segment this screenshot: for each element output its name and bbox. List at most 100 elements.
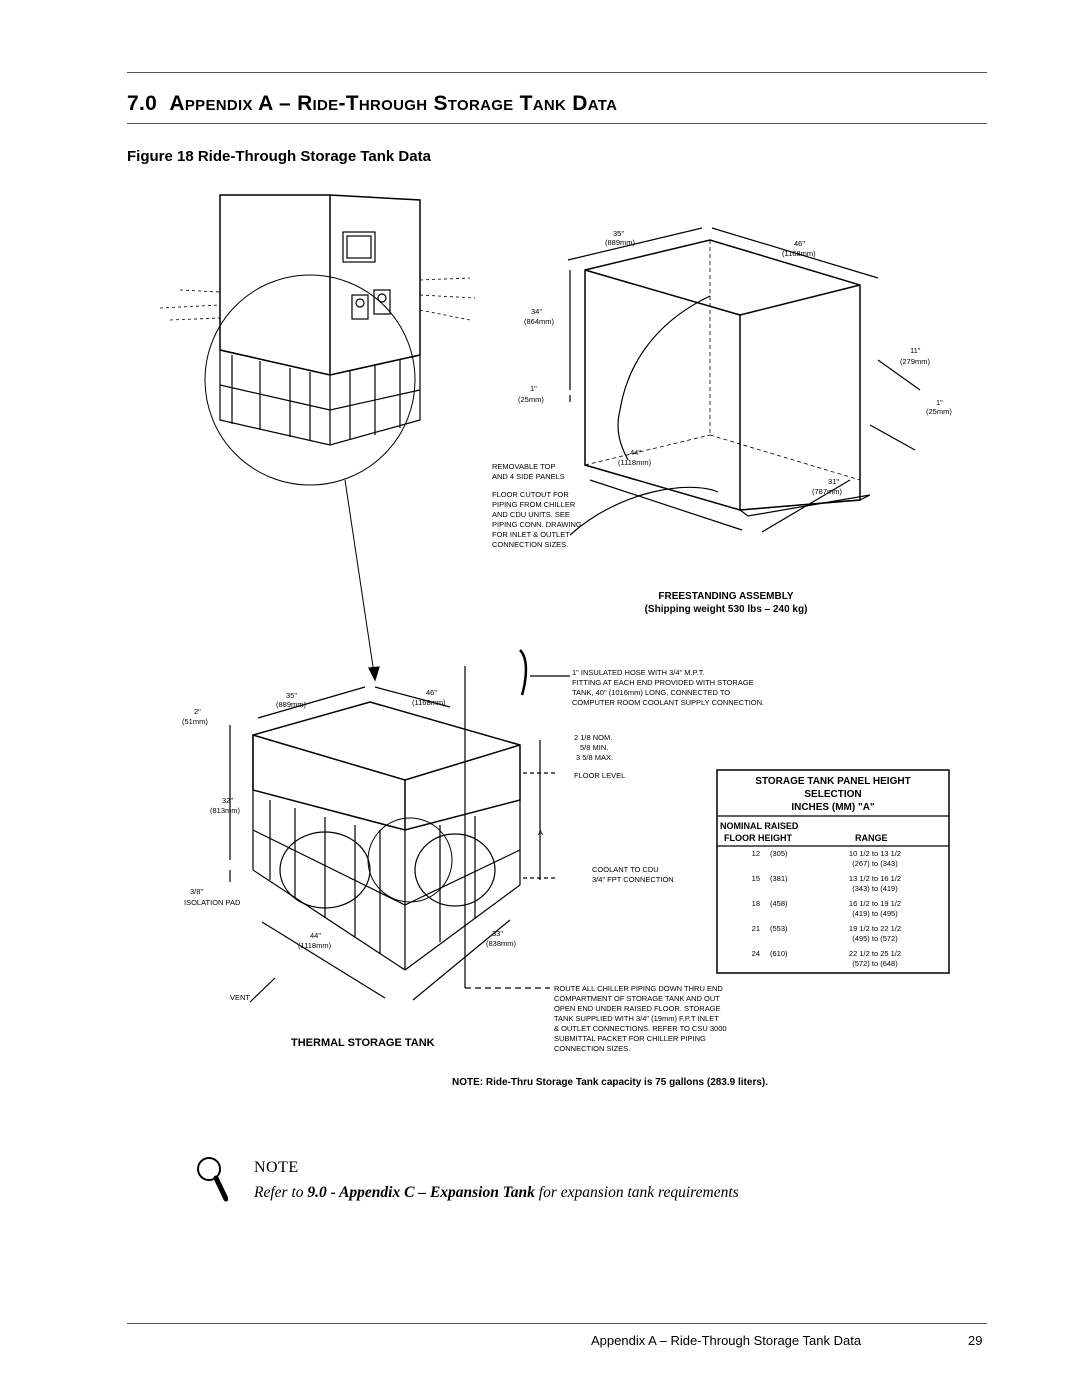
cabinet-illustration — [159, 194, 476, 682]
note-body: Refer to 9.0 - Appendix C – Expansion Ta… — [254, 1183, 814, 1203]
page-number: 29 — [968, 1333, 983, 1348]
route-1: ROUTE ALL CHILLER PIPING DOWN THRU END — [554, 984, 723, 993]
table-col2: RANGE — [855, 833, 888, 843]
table-cell-height-mm: (381) — [770, 874, 788, 883]
fs-w35mm: (889mm) — [605, 238, 636, 247]
tt-d33: 33" — [492, 929, 503, 938]
fs-cutout-1: FLOOR CUTOUT FOR — [492, 490, 569, 499]
fs-h1mm: (25mm) — [518, 395, 544, 404]
tt-iso-2: ISOLATION PAD — [184, 898, 241, 907]
table-cell-range-mm: (572) to (648) — [852, 959, 898, 968]
fs-cutout-5: FOR INLET & OUTLET — [492, 530, 570, 539]
tt-w35mm: (889mm) — [276, 700, 307, 709]
tt-a: A — [538, 828, 543, 837]
route-2: COMPARTMENT OF STORAGE TANK AND OUT — [554, 994, 720, 1003]
fs-d1mm: (25mm) — [926, 407, 952, 416]
tt-h32: 32" — [222, 796, 233, 805]
figure-caption: Figure 18 Ride-Through Storage Tank Data — [127, 148, 431, 165]
tt-h2mm: (51mm) — [182, 717, 208, 726]
tt-title: THERMAL STORAGE TANK — [291, 1037, 435, 1049]
tt-nom-1: 2 1/8 NOM. — [574, 733, 612, 742]
table-cell-height-mm: (305) — [770, 849, 788, 858]
thermal-tank — [229, 649, 570, 1003]
heading-underline — [127, 123, 987, 124]
fs-d1: 1" — [936, 398, 943, 407]
table-title-3: INCHES (MM) "A" — [791, 802, 875, 813]
fs-w35: 35" — [613, 229, 624, 238]
fs-cutout-6: CONNECTION SIZES. — [492, 540, 568, 549]
fs-subtitle: (Shipping weight 530 lbs – 240 kg) — [645, 604, 808, 615]
note-post: for expansion tank requirements — [534, 1184, 739, 1201]
tt-iso-1: 3/8" — [190, 887, 203, 896]
table-col1-2: FLOOR HEIGHT — [724, 833, 792, 843]
table-cell-height: 21 — [752, 924, 760, 933]
tt-d44mm: (1118mm) — [298, 941, 332, 950]
hose-2: FITTING AT EACH END PROVIDED WITH STORAG… — [572, 678, 754, 687]
footer-rule — [127, 1323, 987, 1324]
fs-title: FREESTANDING ASSEMBLY — [658, 591, 794, 602]
tt-vent: VENT — [230, 993, 250, 1002]
tt-nom-3: 3 5/8 MAX. — [576, 753, 613, 762]
fs-h34: 34" — [531, 307, 542, 316]
table-cell-range: 10 1/2 to 13 1/2 — [849, 849, 901, 858]
tt-w35: 35" — [286, 691, 297, 700]
tt-coolant-2: 3/4" FPT CONNECTION — [592, 875, 674, 884]
table-cell-range: 13 1/2 to 16 1/2 — [849, 874, 901, 883]
table-cell-range: 22 1/2 to 25 1/2 — [849, 949, 901, 958]
note-title: NOTE — [254, 1159, 299, 1176]
hose-4: COMPUTER ROOM COOLANT SUPPLY CONNECTION. — [572, 698, 764, 707]
table-cell-range-mm: (495) to (572) — [852, 934, 898, 943]
capacity-note: NOTE: Ride-Thru Storage Tank capacity is… — [452, 1077, 768, 1088]
note-link[interactable]: 9.0 - Appendix C – Expansion Tank — [307, 1184, 535, 1201]
note-pre: Refer to — [254, 1184, 308, 1201]
tt-floor-level: FLOOR LEVEL — [574, 771, 625, 780]
route-7: CONNECTION SIZES. — [554, 1044, 630, 1053]
route-4: TANK SUPPLIED WITH 3/4" (19mm) F.P.T INL… — [554, 1014, 719, 1023]
table-cell-height: 18 — [752, 899, 760, 908]
section-title: Appendix A – Ride-Through Storage Tank D… — [169, 92, 618, 115]
freestanding-box — [567, 227, 921, 536]
section-heading: 7.0 Appendix A – Ride-Through Storage Ta… — [127, 92, 617, 116]
fs-removable-2: AND 4 SIDE PANELS — [492, 472, 565, 481]
tt-w46: 46" — [426, 688, 437, 697]
fs-d44: 44" — [630, 448, 641, 457]
route-5: & OUTLET CONNECTIONS. REFER TO CSU 3000 — [554, 1024, 727, 1033]
tt-nom-2: 5/8 MIN. — [580, 743, 608, 752]
top-rule — [127, 72, 987, 73]
fs-h34mm: (864mm) — [524, 317, 555, 326]
table-cell-height-mm: (553) — [770, 924, 788, 933]
table-cell-height-mm: (458) — [770, 899, 788, 908]
table-cell-height: 15 — [752, 874, 760, 883]
table-cell-range-mm: (343) to (419) — [852, 884, 898, 893]
fs-removable-1: REMOVABLE TOP — [492, 462, 555, 471]
magnifier-icon — [197, 1157, 228, 1202]
table-cell-range-mm: (419) to (495) — [852, 909, 898, 918]
panel-height-table — [716, 769, 950, 974]
table-title-2: SELECTION — [804, 789, 861, 800]
fs-cutout-3: AND CDU UNITS. SEE — [492, 510, 570, 519]
fs-w46mm: (1168mm) — [782, 249, 816, 258]
tt-h32mm: (813mm) — [210, 806, 241, 815]
fs-d31: 31" — [828, 477, 839, 486]
hose-3: TANK, 40" (1016mm) LONG, CONNECTED TO — [572, 688, 730, 697]
figure-drawing: 35" (889mm) 46" (1168mm) 34" (864mm) 1" … — [159, 194, 952, 1088]
table-cell-height: 12 — [752, 849, 760, 858]
table-title-1: STORAGE TANK PANEL HEIGHT — [755, 776, 910, 787]
table-cell-height: 24 — [752, 949, 760, 958]
fs-h1: 1" — [530, 384, 537, 393]
tt-d33mm: (838mm) — [486, 939, 517, 948]
footer-title: Appendix A – Ride-Through Storage Tank D… — [591, 1333, 862, 1348]
table-cell-height-mm: (610) — [770, 949, 788, 958]
route-6: SUBMITTAL PACKET FOR CHILLER PIPING — [554, 1034, 706, 1043]
fs-d31mm: (787mm) — [812, 487, 843, 496]
fs-d11: 11" — [910, 346, 921, 355]
fs-w46: 46" — [794, 239, 805, 248]
table-cell-range-mm: (267) to (343) — [852, 859, 898, 868]
tt-h2: 2" — [194, 707, 201, 716]
route-3: OPEN END UNDER RAISED FLOOR. STORAGE — [554, 1004, 721, 1013]
fs-cutout-4: PIPING CONN. DRAWING — [492, 520, 582, 529]
section-number: 7.0 — [127, 92, 158, 115]
fs-cutout-2: PIPING FROM CHILLER — [492, 500, 576, 509]
tt-d44: 44" — [310, 931, 321, 940]
tt-coolant-1: COOLANT TO CDU — [592, 865, 659, 874]
